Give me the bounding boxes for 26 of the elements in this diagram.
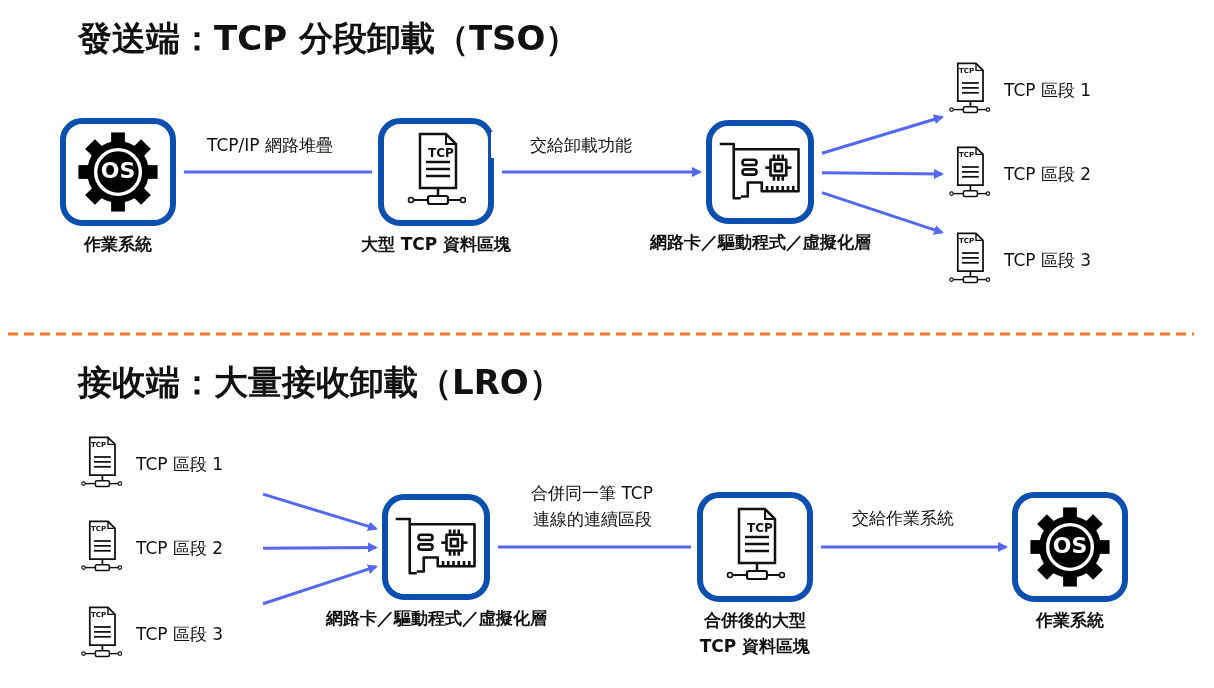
node-caption: 作業系統 xyxy=(1034,609,1105,632)
segment-label: TCP 區段 3 xyxy=(1004,248,1092,272)
arrow xyxy=(821,542,1008,552)
segment-label: TCP 區段 3 xyxy=(136,622,224,646)
segment-label: TCP 區段 1 xyxy=(136,452,224,476)
arrow xyxy=(821,114,944,155)
arrow xyxy=(263,542,378,553)
node-caption: 大型 TCP 資料區塊 xyxy=(359,233,513,256)
node-caption: 作業系統 xyxy=(82,233,153,256)
node-caption: 網路卡／驅動程式／虛擬化層 xyxy=(648,231,872,254)
arrow xyxy=(502,167,702,177)
icon-text: TCP xyxy=(427,147,455,159)
node-caption: 網路卡／驅動程式／虛擬化層 xyxy=(324,607,548,630)
title: 發送端：TCP 分段卸載（TSO） xyxy=(78,17,580,60)
arrow xyxy=(262,492,378,532)
node-caption: 合併後的大型 TCP 資料區塊 xyxy=(698,609,812,658)
icon-text: OS xyxy=(1051,535,1089,557)
section-heading: 接收端：大量接收卸載（LRO） xyxy=(78,361,563,404)
segment-label: TCP 區段 1 xyxy=(1004,78,1092,102)
arrow xyxy=(821,168,944,179)
arrow xyxy=(821,191,944,235)
segment-label: TCP 區段 2 xyxy=(1004,162,1092,186)
icon-text: TCP xyxy=(746,522,774,534)
arrow xyxy=(262,564,378,606)
icon-text: OS xyxy=(99,160,137,182)
segment-label: TCP 區段 2 xyxy=(136,536,224,560)
